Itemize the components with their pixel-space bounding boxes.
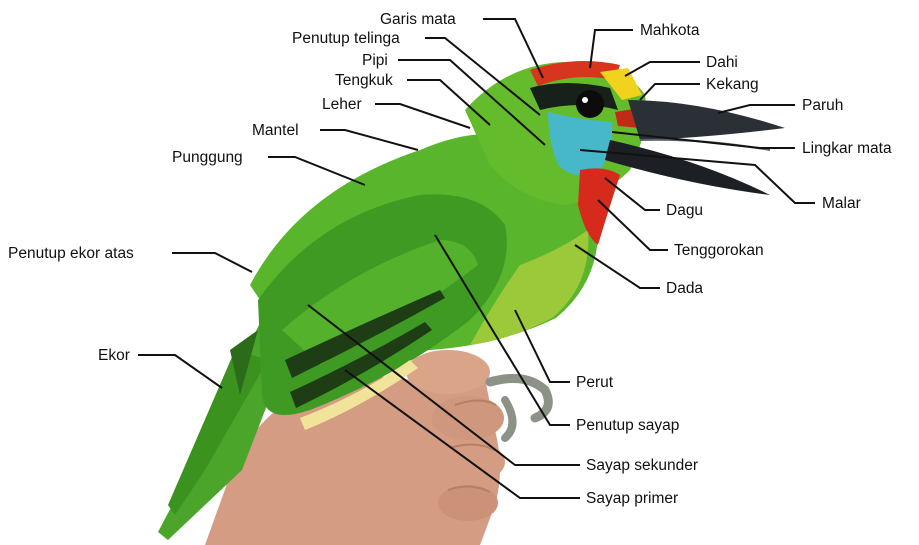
label-penutup-ekor-atas: Penutup ekor atas: [8, 245, 134, 262]
label-mantel: Mantel: [252, 122, 299, 139]
leader-punggung: [268, 157, 365, 185]
leader-mantel: [320, 130, 418, 150]
label-ekor: Ekor: [98, 347, 130, 364]
label-dahi: Dahi: [706, 54, 738, 71]
leader-kekang: [640, 84, 700, 100]
label-paruh: Paruh: [802, 97, 843, 114]
label-malar: Malar: [822, 195, 861, 212]
label-dagu: Dagu: [666, 202, 703, 219]
label-mahkota: Mahkota: [640, 22, 700, 39]
leader-dahi: [625, 62, 700, 76]
label-lingkar-mata: Lingkar mata: [802, 140, 892, 157]
label-dada: Dada: [666, 280, 703, 297]
label-penutup-telinga: Penutup telinga: [292, 30, 400, 47]
label-leher: Leher: [322, 96, 362, 113]
label-kekang: Kekang: [706, 76, 759, 93]
label-tenggorokan: Tenggorokan: [674, 242, 764, 259]
label-sayap-sekunder: Sayap sekunder: [586, 457, 698, 474]
label-sayap-primer: Sayap primer: [586, 490, 678, 507]
label-pipi: Pipi: [362, 52, 388, 69]
leader-penutup-ekor-atas: [172, 253, 252, 272]
label-tengkuk: Tengkuk: [335, 72, 393, 89]
label-garis-mata: Garis mata: [380, 11, 456, 28]
label-punggung: Punggung: [172, 149, 243, 166]
leader-paruh: [718, 105, 795, 113]
label-penutup-sayap: Penutup sayap: [576, 417, 679, 434]
label-perut: Perut: [576, 374, 614, 391]
leader-leher: [375, 104, 470, 128]
leader-ekor: [138, 355, 222, 388]
